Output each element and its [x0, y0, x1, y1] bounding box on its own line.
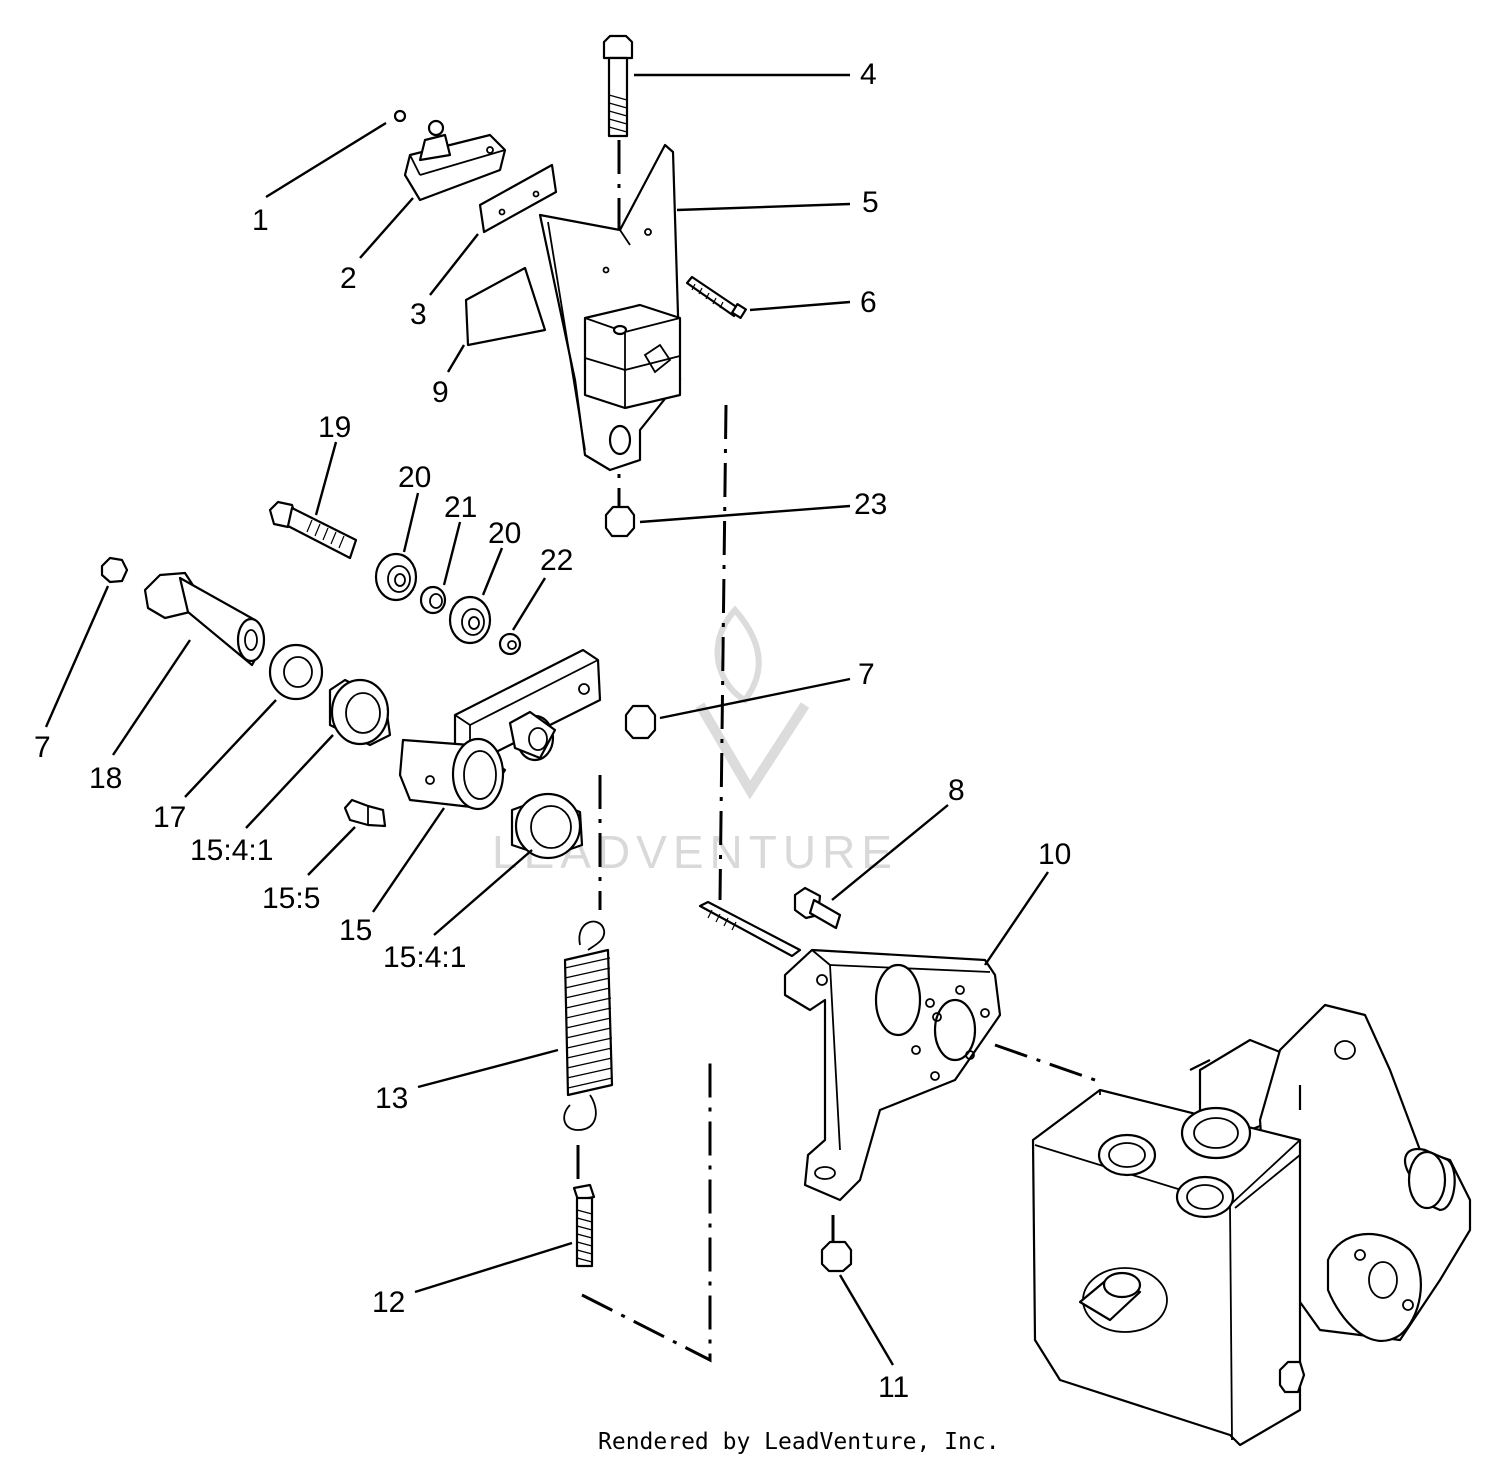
label-part-20-a: 20 — [398, 461, 431, 494]
label-part-3: 3 — [410, 298, 427, 331]
part-15-5-fitting — [343, 798, 387, 828]
part-3-plate — [478, 163, 558, 234]
part-15-4-1-bushing-upper — [328, 678, 392, 747]
footer-credit: Rendered by LeadVenture, Inc. — [598, 1429, 1000, 1455]
label-part-23: 23 — [854, 488, 887, 521]
label-part-19: 19 — [318, 411, 351, 444]
label-part-15: 15 — [339, 914, 372, 947]
label-part-1: 1 — [252, 204, 269, 237]
part-6-pin — [685, 275, 747, 319]
label-part-20-b: 20 — [488, 517, 521, 550]
label-part-5: 5 — [862, 186, 879, 219]
label-part-22: 22 — [540, 544, 573, 577]
label-part-15-4-1-upper: 15:4:1 — [190, 834, 273, 867]
part-7-nut-right — [624, 704, 657, 740]
label-part-2: 2 — [340, 262, 357, 295]
part-11-nut — [820, 1240, 853, 1273]
label-part-12: 12 — [372, 1286, 405, 1319]
label-part-17: 17 — [153, 801, 186, 834]
part-22-washer — [498, 632, 522, 656]
label-part-11: 11 — [878, 1371, 909, 1404]
part-20-bearing-a — [374, 552, 418, 602]
part-18-bolt — [143, 571, 266, 667]
part-15-tube — [398, 737, 507, 811]
label-part-21: 21 — [444, 491, 477, 524]
part-8-bolt — [793, 886, 842, 930]
part-20-bearing-b — [448, 595, 492, 645]
label-part-10: 10 — [1038, 838, 1071, 871]
part-5-block — [583, 303, 682, 410]
part-4-bolt — [602, 34, 634, 138]
label-part-7-right: 7 — [858, 658, 875, 691]
part-21-spacer — [419, 585, 447, 615]
part-19-bolt — [268, 500, 358, 560]
label-part-15-5: 15:5 — [262, 882, 320, 915]
label-part-9: 9 — [432, 376, 449, 409]
part-labels: 1 2 3 4 5 6 9 19 20 21 20 22 23 7 18 17 … — [34, 58, 1071, 1404]
label-part-6: 6 — [860, 286, 877, 319]
part-15-4-1-bushing-lower — [510, 792, 584, 860]
label-part-13: 13 — [375, 1082, 408, 1115]
label-part-18: 18 — [89, 762, 122, 795]
part-10-bracket — [783, 948, 1002, 1202]
part-9-pad — [464, 266, 547, 347]
part-5-bracket — [538, 143, 682, 472]
leader-lines — [44, 73, 1049, 1366]
part-23-nut — [604, 505, 636, 538]
part-17-washer — [268, 643, 324, 701]
part-1-nut — [393, 109, 407, 123]
part-2-switch — [403, 119, 507, 202]
label-part-8: 8 — [948, 774, 965, 807]
hydraulic-pump — [1031, 1003, 1472, 1447]
part-13-spring — [563, 920, 614, 1131]
label-part-15-4-1-lower: 15:4:1 — [383, 941, 466, 974]
long-rod — [698, 900, 802, 958]
label-part-7-left: 7 — [34, 731, 51, 764]
part-12-eyebolt — [572, 1183, 596, 1268]
label-part-4: 4 — [860, 58, 877, 91]
part-7-nut-left — [100, 556, 129, 584]
